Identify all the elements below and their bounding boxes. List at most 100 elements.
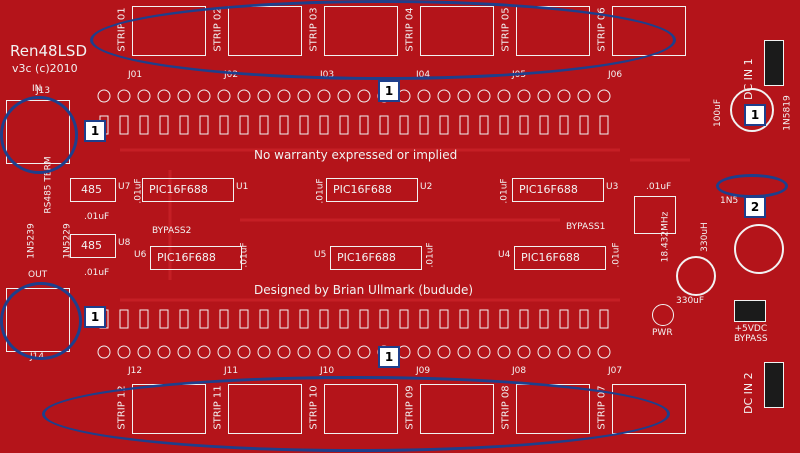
zener2-label: 1N5229 [62, 223, 73, 259]
chip-u3: PIC16F688 [512, 178, 604, 202]
chip-ref: U5 [314, 250, 327, 260]
dc-in-2-terminal[interactable] [764, 362, 784, 408]
resistor [339, 309, 349, 329]
resistor [499, 309, 509, 329]
transistor [337, 89, 351, 103]
transistor [597, 89, 611, 103]
resistor [339, 115, 349, 135]
resistor [239, 309, 249, 329]
jack-ref: J07 [608, 366, 623, 376]
resistor [519, 309, 529, 329]
transistor [97, 345, 111, 359]
resistor [359, 309, 369, 329]
annotation-ellipse-bottom [42, 376, 670, 452]
transistor [117, 345, 131, 359]
chip-label: PIC16F688 [519, 183, 578, 196]
annotation-badge: 2 [744, 196, 766, 218]
resistor [119, 309, 129, 329]
bypass-label: +5VDC BYPASS [734, 324, 768, 344]
chip-label: 485 [81, 183, 102, 196]
resistor [519, 115, 529, 135]
resistor [159, 309, 169, 329]
jack-ref: J09 [416, 366, 431, 376]
chip-label: PIC16F688 [157, 251, 216, 264]
cap-label: .01uF [315, 178, 326, 204]
crystal [634, 196, 676, 234]
transistor [517, 345, 531, 359]
annotation-badge: 1 [378, 80, 400, 102]
rs485-chip-u7: 485 [70, 178, 116, 202]
transistor [177, 345, 191, 359]
resistor [479, 309, 489, 329]
inductor [734, 224, 784, 274]
transistor [277, 89, 291, 103]
resistor [599, 115, 609, 135]
transistor [277, 345, 291, 359]
transistor [337, 345, 351, 359]
annotation-badge: 1 [84, 120, 106, 142]
cap-label: .01uF [611, 242, 622, 268]
dc-in-1-label: DC IN 1 [742, 58, 755, 100]
cap-label: .01uF [425, 242, 436, 268]
transistor [457, 345, 471, 359]
chip-u6: PIC16F688 [150, 246, 242, 270]
diode-label: 1N5819 [782, 95, 793, 131]
resistor [319, 309, 329, 329]
transistor [477, 89, 491, 103]
transistor [537, 89, 551, 103]
chip-label: PIC16F688 [337, 251, 396, 264]
resistor [199, 309, 209, 329]
transistor [217, 89, 231, 103]
transistor [537, 345, 551, 359]
chip-ref: U4 [498, 250, 511, 260]
chip-ref: U6 [134, 250, 147, 260]
transistor [317, 345, 331, 359]
rs485-chip-u8: 485 [70, 234, 116, 258]
annotation-ellipse-top [90, 0, 676, 80]
out-label: OUT [28, 270, 48, 280]
transistor [417, 345, 431, 359]
resistor [599, 309, 609, 329]
annotation-circle-in [0, 96, 78, 174]
resistor [219, 115, 229, 135]
chip-u4: PIC16F688 [514, 246, 606, 270]
transistor [457, 89, 471, 103]
cap-100-label: 100uF [713, 98, 724, 128]
designer-text: Designed by Brian Ullmark (budude) [254, 283, 474, 297]
transistor [477, 345, 491, 359]
transistor [137, 345, 151, 359]
chip-label: PIC16F688 [149, 183, 208, 196]
resistor [359, 115, 369, 135]
cap-label: .01uF [499, 178, 510, 204]
bypass1-label: BYPASS1 [566, 222, 606, 232]
resistor [439, 309, 449, 329]
jack-ref: J10 [320, 366, 335, 376]
cap-label: .01uF [84, 268, 110, 278]
resistor [179, 309, 189, 329]
resistor [419, 115, 429, 135]
diode2-label: 1N5 [720, 196, 739, 206]
resistor [299, 115, 309, 135]
resistor [179, 115, 189, 135]
annotation-badge: 1 [378, 346, 400, 368]
transistor [257, 345, 271, 359]
transistor [297, 345, 311, 359]
bypass2-label: BYPASS2 [152, 226, 192, 236]
chip-ref: U3 [606, 182, 619, 192]
cap-label: .01uF [84, 212, 110, 222]
j13-label: J13 [36, 86, 51, 96]
jack-ref: J11 [224, 366, 239, 376]
chip-label: PIC16F688 [333, 183, 392, 196]
dc-in-1-terminal[interactable] [764, 40, 784, 86]
transistor [357, 345, 371, 359]
bypass-jumper [734, 300, 766, 322]
transistor [317, 89, 331, 103]
resistor [459, 309, 469, 329]
chip-ref: U8 [118, 238, 131, 248]
chip-label: 485 [81, 239, 102, 252]
chip-label: PIC16F688 [521, 251, 580, 264]
transistor [237, 345, 251, 359]
transistor [577, 345, 591, 359]
